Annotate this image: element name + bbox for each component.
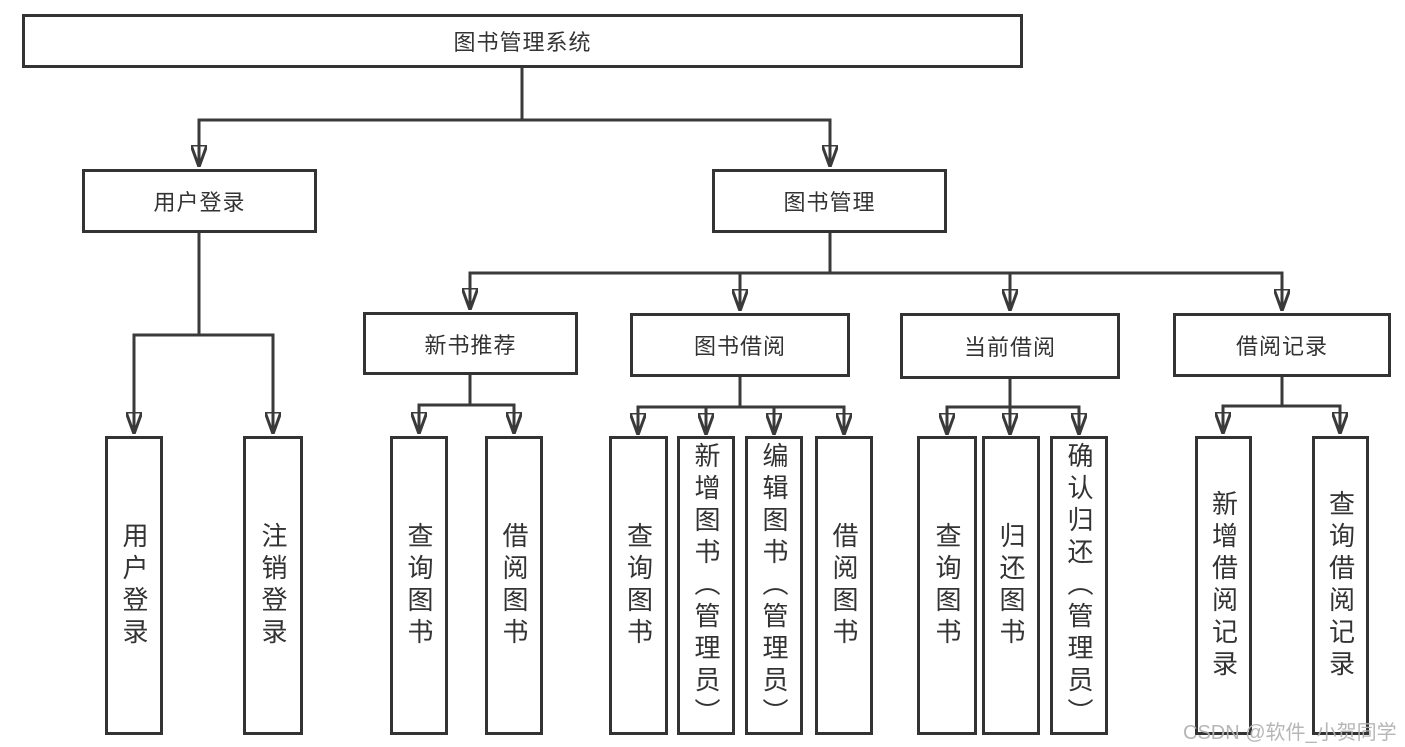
leaf-add-borrow-record-label: 新增借阅记录 [1208, 489, 1239, 682]
leaf-borrow-books: 借阅图书 [815, 436, 873, 735]
leaf-edit-books-admin: 编辑图书（管理员） [745, 436, 803, 735]
node-borrowing-records: 借阅记录 [1173, 313, 1391, 377]
node-current-borrowing: 当前借阅 [900, 313, 1120, 379]
leaf-query-books-borrowing-label: 查询图书 [623, 521, 654, 650]
leaf-query-books-recommend-label: 查询图书 [404, 521, 434, 650]
leaf-logout: 注销登录 [243, 436, 303, 735]
leaf-query-books-current-label: 查询图书 [932, 521, 962, 650]
node-new-book-recommend: 新书推荐 [363, 312, 578, 375]
leaf-borrow-books-recommend: 借阅图书 [485, 436, 543, 735]
csdn-watermark: CSDN @软件_小贺同学 [1183, 722, 1397, 744]
leaf-add-books-admin-label: 新增图书（管理员） [691, 441, 721, 730]
leaf-logout-label: 注销登录 [258, 521, 288, 650]
leaf-query-borrow-record-label: 查询借阅记录 [1325, 489, 1356, 682]
leaf-user-login: 用户登录 [105, 436, 163, 735]
node-book-management: 图书管理 [712, 169, 947, 233]
node-book-borrowing: 图书借阅 [630, 313, 850, 377]
leaf-confirm-return-admin: 确认归还（管理员） [1050, 436, 1108, 735]
leaf-add-books-admin: 新增图书（管理员） [677, 436, 735, 735]
leaf-query-books-recommend: 查询图书 [390, 436, 448, 735]
leaf-borrow-books-label: 借阅图书 [829, 521, 859, 650]
leaf-query-books-current: 查询图书 [917, 436, 977, 735]
leaf-confirm-return-admin-label: 确认归还（管理员） [1064, 441, 1094, 730]
leaf-return-books-label: 归还图书 [996, 521, 1026, 650]
leaf-return-books: 归还图书 [982, 436, 1040, 735]
leaf-query-books-borrowing: 查询图书 [609, 436, 668, 735]
node-library-management-system: 图书管理系统 [22, 14, 1023, 68]
leaf-edit-books-admin-label: 编辑图书（管理员） [759, 441, 789, 730]
leaf-borrow-books-recommend-label: 借阅图书 [499, 521, 529, 650]
leaf-user-login-label: 用户登录 [119, 521, 149, 650]
leaf-add-borrow-record: 新增借阅记录 [1195, 436, 1252, 735]
node-user-login: 用户登录 [82, 169, 317, 233]
leaf-query-borrow-record: 查询借阅记录 [1312, 436, 1369, 735]
